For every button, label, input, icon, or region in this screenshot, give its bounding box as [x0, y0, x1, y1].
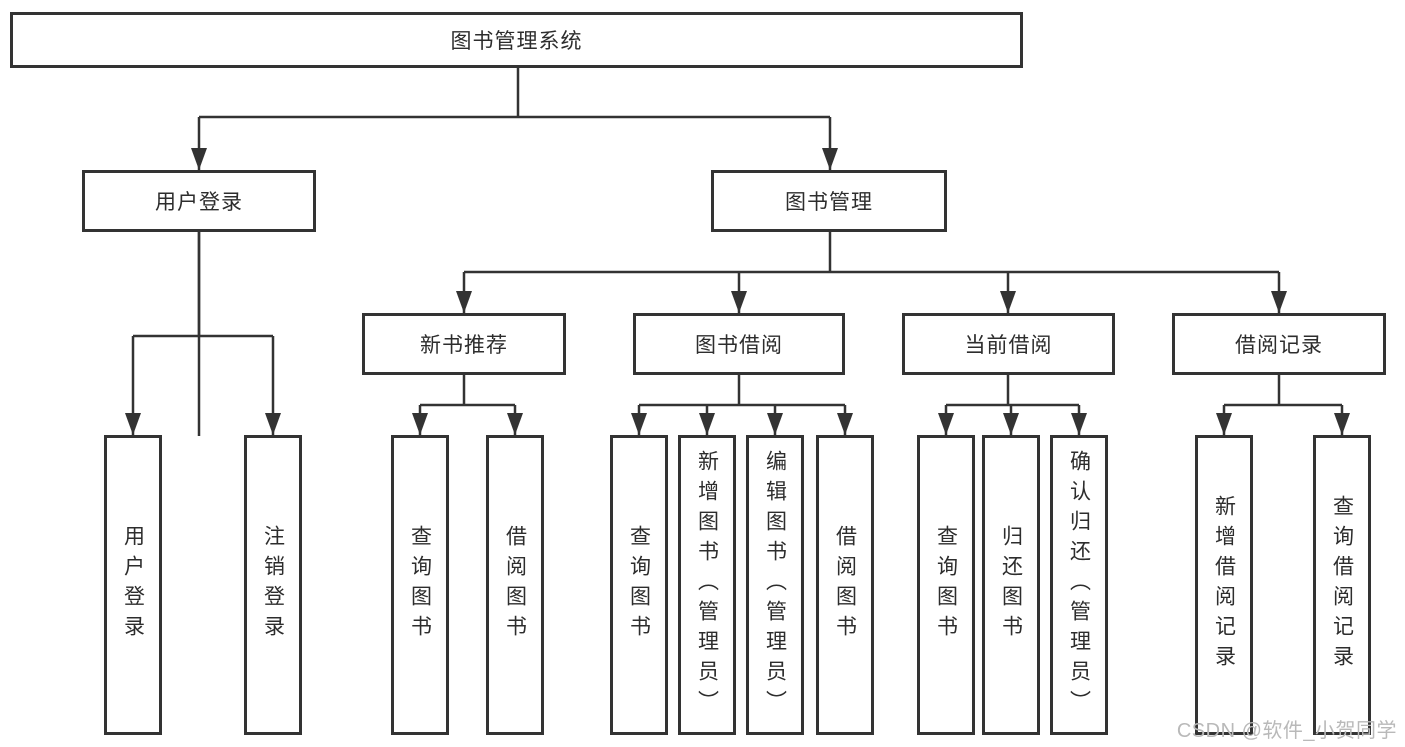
leaf-borrow-books: 借阅图书 — [816, 435, 874, 735]
node-label: 当前借阅 — [964, 334, 1053, 357]
leaf-borrow-books: 借阅图书 — [486, 435, 544, 735]
node-book-management: 图书管理 — [711, 170, 947, 232]
node-library-management-system: 图书管理系统 — [10, 12, 1023, 68]
node-user-login: 用户登录 — [82, 170, 316, 232]
node-label: 查询借阅记录 — [1330, 495, 1354, 675]
leaf-query-books: 查询图书 — [391, 435, 449, 735]
node-label: 图书管理 — [785, 191, 873, 214]
node-label: 图书借阅 — [695, 334, 783, 357]
node-label: 借阅图书 — [833, 525, 857, 645]
node-borrowing-records: 借阅记录 — [1172, 313, 1386, 375]
node-label: 查询图书 — [934, 525, 958, 645]
leaf-query-borrow-record: 查询借阅记录 — [1313, 435, 1371, 735]
node-label: 注销登录 — [261, 525, 285, 645]
leaf-return-books: 归还图书 — [982, 435, 1040, 735]
node-label: 查询图书 — [627, 525, 651, 645]
leaf-add-borrow-record: 新增借阅记录 — [1195, 435, 1253, 735]
leaf-user-login: 用户登录 — [104, 435, 162, 735]
node-label: 用户登录 — [121, 525, 145, 645]
node-label: 查询图书 — [408, 525, 432, 645]
node-current-borrowing: 当前借阅 — [902, 313, 1115, 375]
node-book-borrowing: 图书借阅 — [633, 313, 845, 375]
node-label: 编辑图书（管理员） — [763, 450, 787, 720]
node-label: 借阅记录 — [1235, 334, 1323, 357]
node-label: 归还图书 — [999, 525, 1023, 645]
leaf-logout: 注销登录 — [244, 435, 302, 735]
csdn-watermark: CSDN @软件_小贺同学 — [1176, 720, 1397, 742]
arrowheads — [125, 148, 1350, 435]
node-label: 新书推荐 — [420, 334, 508, 357]
leaf-edit-books-admin: 编辑图书（管理员） — [746, 435, 804, 735]
node-label: 新增图书（管理员） — [695, 450, 719, 720]
node-label: 确认归还（管理员） — [1067, 450, 1091, 720]
leaf-query-books: 查询图书 — [610, 435, 668, 735]
node-label: 图书管理系统 — [450, 30, 583, 53]
node-label: 借阅图书 — [503, 525, 527, 645]
node-new-book-recommend: 新书推荐 — [362, 313, 566, 375]
leaf-confirm-return-admin: 确认归还（管理员） — [1050, 435, 1108, 735]
node-label: 新增借阅记录 — [1212, 495, 1236, 675]
leaf-add-books-admin: 新增图书（管理员） — [678, 435, 736, 735]
node-label: 用户登录 — [155, 191, 243, 214]
leaf-query-books: 查询图书 — [917, 435, 975, 735]
